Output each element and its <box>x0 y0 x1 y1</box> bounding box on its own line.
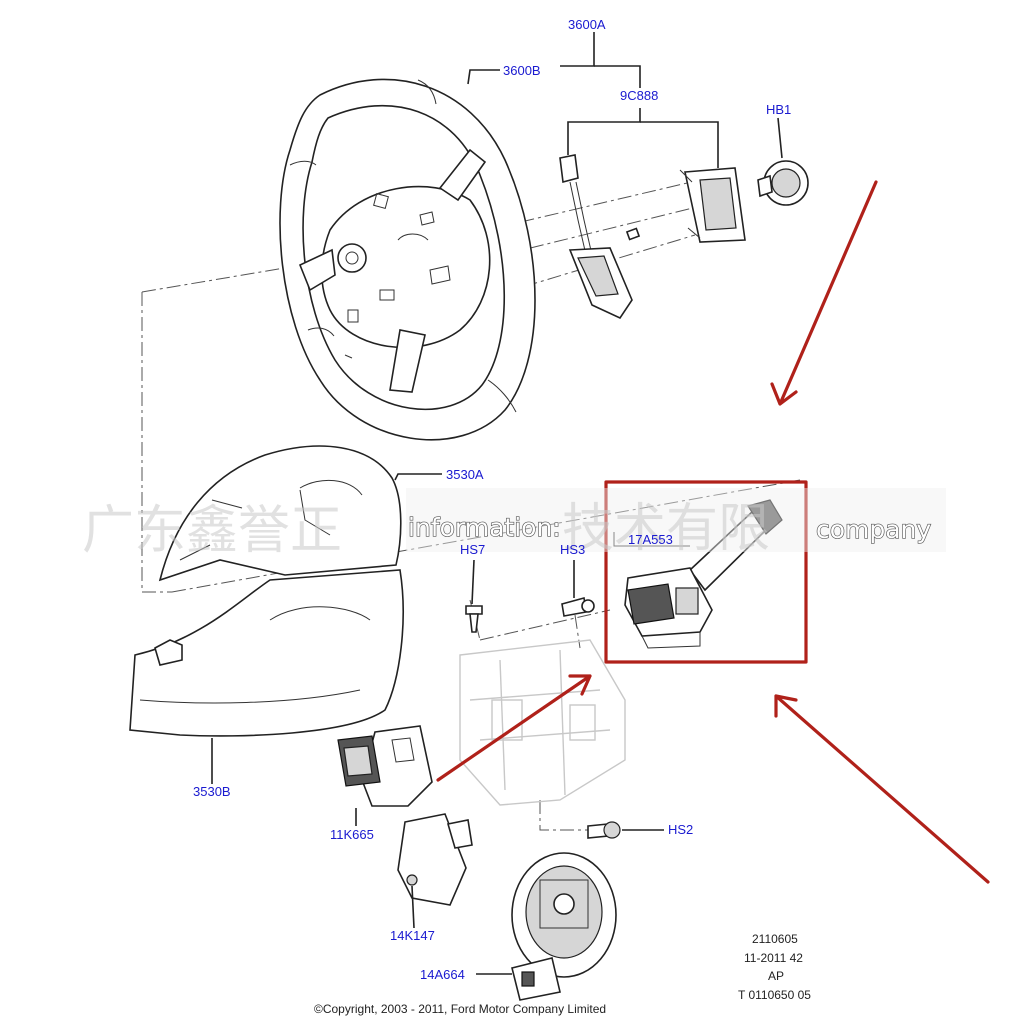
label-9c888: 9C888 <box>620 88 658 103</box>
label-hs7: HS7 <box>460 542 485 557</box>
watermark: 广东鑫誉正 技术有限 information: company <box>82 488 946 561</box>
multifunction-switch <box>337 725 433 807</box>
clockspring <box>511 852 617 1001</box>
watermark-band <box>406 488 946 552</box>
watermark-en-right: company <box>816 515 931 544</box>
label-hs2: HS2 <box>668 822 693 837</box>
label-11k665: 11K665 <box>330 827 374 842</box>
horn-button <box>757 160 809 206</box>
reference-block: 2110605 11-2011 42 AP T 0110650 05 <box>738 932 811 1002</box>
label-14a664: 14A664 <box>420 967 465 982</box>
label-3530a: 3530A <box>446 467 484 482</box>
highlight-annotations <box>436 180 990 884</box>
reference-line-4: T 0110650 05 <box>738 988 811 1002</box>
arrow-center <box>436 674 592 782</box>
switch-module <box>559 154 746 320</box>
reference-line-3: AP <box>768 969 784 983</box>
arrow-bottom-right <box>774 694 990 884</box>
label-17a553: 17A553 <box>628 532 673 547</box>
watermark-en-left: information: <box>408 513 561 542</box>
watermark-cn-left: 广东鑫誉正 <box>82 501 342 561</box>
lower-shroud <box>129 569 404 737</box>
label-hs3: HS3 <box>560 542 585 557</box>
bolt-hs7 <box>465 605 483 633</box>
arrow-top-right <box>770 180 878 406</box>
reference-line-2: 11-2011 42 <box>744 951 803 965</box>
steering-wheel <box>279 78 536 441</box>
copyright-notice: ©Copyright, 2003 - 2011, Ford Motor Comp… <box>314 1002 606 1016</box>
column-housing <box>459 639 626 806</box>
reference-line-1: 2110605 <box>752 932 798 946</box>
wiper-switch <box>624 499 783 649</box>
label-hb1: HB1 <box>766 102 791 117</box>
bolt-hs3 <box>561 596 595 617</box>
bolt-hs2 <box>587 821 621 839</box>
highlight-box <box>604 480 808 664</box>
label-3600b: 3600B <box>503 63 541 78</box>
bracket-14k147 <box>397 813 473 906</box>
label-14k147: 14K147 <box>390 928 435 943</box>
upper-shroud <box>158 445 402 582</box>
watermark-cn-right: 技术有限 <box>562 499 770 559</box>
leader-lines <box>211 32 783 975</box>
label-3530b: 3530B <box>193 784 231 799</box>
part-labels: 3600A 3600B 9C888 HB1 3530A 17A553 HS7 H… <box>193 17 791 982</box>
label-3600a: 3600A <box>568 17 606 32</box>
